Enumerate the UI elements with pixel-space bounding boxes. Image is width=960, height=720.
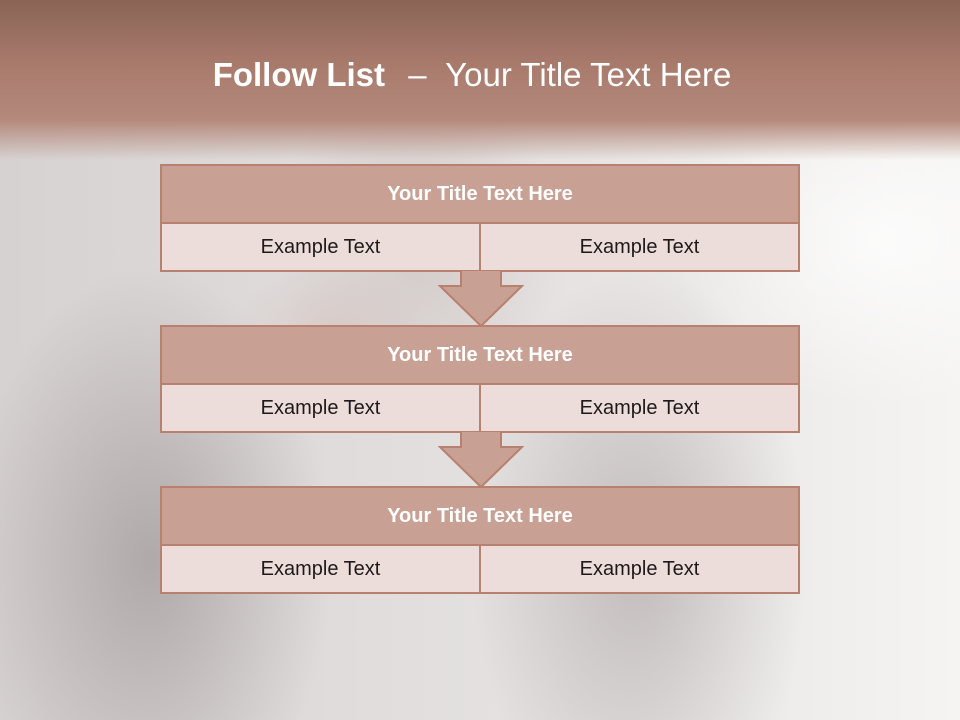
block-cell-left: Example Text xyxy=(162,224,479,270)
block-title: Your Title Text Here xyxy=(162,488,798,546)
block-row: Example Text Example Text xyxy=(162,224,798,270)
slide-title: Follow List – Your Title Text Here xyxy=(0,52,944,98)
list-block-3: Your Title Text Here Example Text Exampl… xyxy=(160,486,800,594)
title-bar xyxy=(0,0,960,160)
block-cell-left: Example Text xyxy=(162,546,479,592)
down-arrow-icon xyxy=(438,431,524,487)
block-row: Example Text Example Text xyxy=(162,385,798,431)
block-title: Your Title Text Here xyxy=(162,166,798,224)
block-cell-left: Example Text xyxy=(162,385,479,431)
slide-title-rest: Your Title Text Here xyxy=(445,56,732,93)
block-row: Example Text Example Text xyxy=(162,546,798,592)
block-title: Your Title Text Here xyxy=(162,327,798,385)
block-cell-right: Example Text xyxy=(479,385,798,431)
slide-title-dash: – xyxy=(408,56,427,93)
list-block-2: Your Title Text Here Example Text Exampl… xyxy=(160,325,800,433)
down-arrow-icon xyxy=(438,270,524,326)
block-cell-right: Example Text xyxy=(479,546,798,592)
slide-title-bold: Follow List xyxy=(212,56,386,93)
list-block-1: Your Title Text Here Example Text Exampl… xyxy=(160,164,800,272)
block-cell-right: Example Text xyxy=(479,224,798,270)
